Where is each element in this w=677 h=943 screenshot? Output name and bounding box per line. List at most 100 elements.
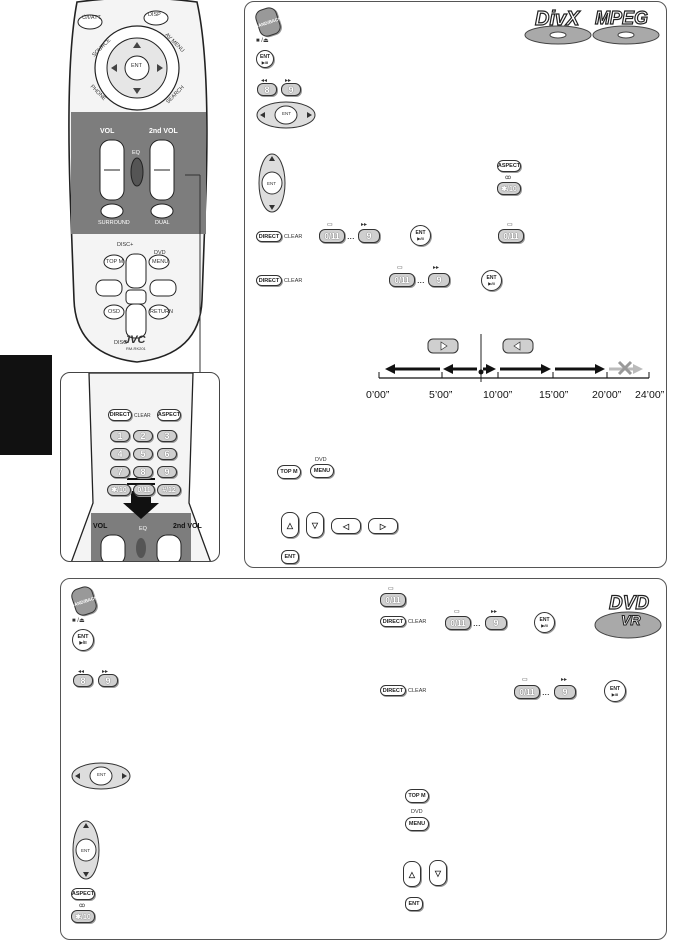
remote-dual-label: DUAL [155, 220, 170, 226]
remote-menu-label[interactable]: MENU [152, 259, 169, 265]
key-011-e[interactable]: 0/11 [445, 616, 471, 630]
key-9-d[interactable]: 9 [485, 616, 507, 630]
remote-control: ⏻/I/ATT DISP SOURCE AV MENU PHONE SEARCH… [62, 0, 212, 365]
ent-play-button-b3[interactable]: ENT▶/II [604, 680, 626, 702]
key-011-d[interactable]: 0/11 [380, 593, 406, 607]
zoom-key-8[interactable]: 8 [133, 466, 153, 478]
disc-icon-b1: ▭ [388, 586, 394, 592]
ent-play-button-b1[interactable]: ENT▶/II [72, 629, 94, 651]
left-arrow-icon: ◁ [342, 521, 350, 531]
aspect-button-2[interactable]: ASPECT [71, 888, 95, 900]
top-menu-button[interactable]: TOP M [277, 465, 301, 479]
ff-icon-2: ▸▸ [433, 265, 440, 271]
zoom-inset: DIRECT CLEAR ASPECT 1 2 3 4 5 6 7 8 9 ✱/… [60, 372, 220, 562]
key-011-b[interactable]: 0/11 [498, 229, 524, 243]
top-menu-button-2[interactable]: TOP M [405, 789, 429, 803]
dvd-menu-button[interactable]: MENU [310, 464, 334, 478]
rewind-icon-2: ◂◂ [78, 669, 85, 675]
jog-ring-vertical-2[interactable] [71, 819, 101, 881]
timeline-diagram [378, 334, 650, 382]
key-9-a[interactable]: 9 [358, 229, 380, 243]
ellipsis-4: ... [542, 687, 550, 697]
ff-icon-1: ▸▸ [361, 222, 368, 228]
disc-icon-2: ▭ [507, 222, 513, 228]
zoom-key-11[interactable]: 0/11 [133, 484, 155, 496]
dvd-menu-button-2[interactable]: MENU [405, 817, 429, 831]
subtitle-icon: ꝏ [505, 175, 512, 181]
remote-return-label[interactable]: RETURN [150, 309, 173, 315]
key-9-c[interactable]: 9 [98, 674, 118, 687]
down-button[interactable]: ▽ [306, 512, 324, 538]
key-8[interactable]: 8 [257, 83, 277, 96]
key-10[interactable]: ✱/10 [497, 182, 521, 195]
up-button[interactable]: △ [281, 512, 299, 538]
direct-button-3[interactable]: DIRECT [380, 616, 406, 627]
zoom-key-6[interactable]: 6 [157, 448, 177, 460]
ent-button[interactable]: ENT [281, 550, 299, 564]
key-9[interactable]: 9 [281, 83, 301, 96]
zoom-vol-label: VOL [93, 523, 108, 530]
direct-button-1[interactable]: DIRECT [256, 231, 282, 242]
zoom-aspect-button[interactable]: ASPECT [157, 409, 181, 421]
remote-osd-label[interactable]: OSD [108, 309, 120, 315]
band-back-button[interactable]: BAND/BACK [253, 5, 283, 39]
remote-topm-label[interactable]: TOP M [106, 259, 124, 265]
remote-brand: JVC [124, 334, 146, 346]
disc-icon-b3: ▭ [522, 677, 528, 683]
right-button[interactable]: ▷ [368, 518, 398, 534]
key-011-f[interactable]: 0/11 [514, 685, 540, 699]
zoom-key-10[interactable]: ✱/10 [107, 484, 131, 496]
key-011-c[interactable]: 0/11 [389, 273, 415, 287]
up-arrow-icon-2: △ [408, 869, 416, 879]
ent-play-button-3[interactable]: ENT▶/II [481, 270, 502, 291]
jog-ent-label-2: ENT [97, 772, 106, 777]
remote-discplus-label: DISC+ [117, 242, 134, 248]
stop-icon: ■ /⏏ [256, 38, 269, 44]
remote-power-label[interactable]: ⏻/I/ATT [82, 15, 101, 21]
down-button-2[interactable]: ▽ [429, 860, 447, 886]
remote-model: RM-RK201 [126, 346, 146, 351]
ent-label-3: ENT [486, 275, 497, 281]
remote-disp-label[interactable]: DISP [148, 12, 161, 18]
ent-play-button-2[interactable]: ENT▶/II [410, 225, 431, 246]
forward-icon: ▸▸ [285, 78, 292, 84]
up-button-2[interactable]: △ [403, 861, 421, 887]
remote-surround-label: SURROUND [98, 220, 130, 226]
zoom-key-1[interactable]: 1 [110, 430, 130, 442]
zoom-key-5[interactable]: 5 [133, 448, 153, 460]
zoom-key-4[interactable]: 4 [110, 448, 130, 460]
left-button[interactable]: ◁ [331, 518, 361, 534]
aspect-button[interactable]: ASPECT [497, 160, 521, 172]
key-9-e[interactable]: 9 [554, 685, 576, 699]
play-pause-icon-b2: ▶/II [541, 623, 548, 628]
zoom-key-3[interactable]: 3 [157, 430, 177, 442]
tick-15: 15’00” [539, 389, 569, 401]
key-011-a[interactable]: 0/11 [319, 229, 345, 243]
jog-ring-horizontal-2[interactable] [71, 761, 131, 791]
zoom-key-12[interactable]: #/12 [157, 484, 181, 496]
zoom-direct-button[interactable]: DIRECT [108, 409, 132, 421]
ent-play-button[interactable]: ENT▶/II [256, 50, 274, 68]
section-tab [0, 355, 52, 455]
direct-button-4[interactable]: DIRECT [380, 685, 406, 696]
remote-eq-label: EQ [132, 150, 140, 156]
jog-ring-horizontal[interactable] [256, 100, 316, 130]
jog-ring-vertical[interactable] [257, 152, 287, 214]
remote-discminus-label: DISC- [114, 340, 129, 346]
ent-play-button-b2[interactable]: ENT▶/II [534, 612, 555, 633]
key-8-b[interactable]: 8 [73, 674, 93, 687]
band-back-button-2[interactable]: BAND/BACK [69, 584, 99, 618]
ent-button-2[interactable]: ENT [405, 897, 423, 911]
zoom-key-2[interactable]: 2 [133, 430, 153, 442]
remote-ent-label[interactable]: ENT [131, 63, 142, 69]
remote-dvd-label: DVD [154, 250, 166, 256]
key-10-b[interactable]: ✱/10 [71, 910, 95, 923]
dvd-vr-badge [594, 611, 662, 639]
zoom-key-9[interactable]: 9 [157, 466, 177, 478]
play-pause-icon-2: ▶/II [417, 236, 424, 241]
right-arrow-icon: ▷ [379, 521, 387, 531]
zoom-key-7[interactable]: 7 [110, 466, 130, 478]
direct-button-2[interactable]: DIRECT [256, 275, 282, 286]
key-9-b[interactable]: 9 [428, 273, 450, 287]
jog-v-ent-label: ENT [267, 181, 276, 186]
